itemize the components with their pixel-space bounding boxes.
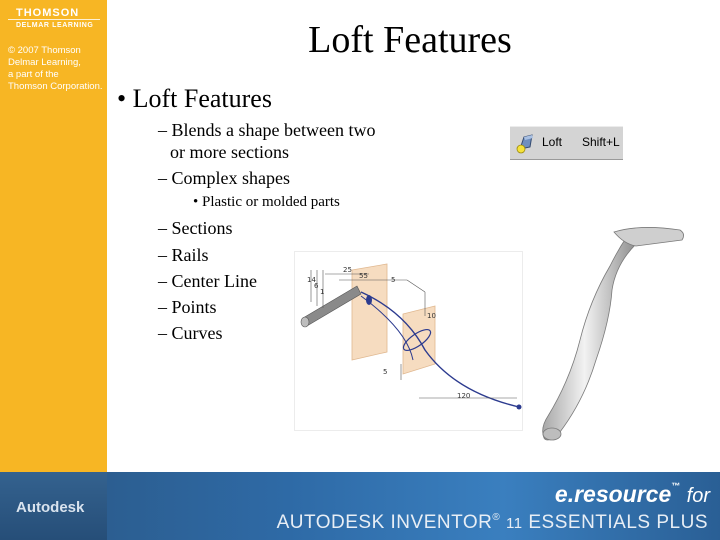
dimension-label: 5 bbox=[383, 368, 387, 376]
dimension-label: 6 bbox=[314, 282, 319, 290]
publisher-name: THOMSON bbox=[16, 7, 80, 19]
bullet-level2-continued: or more sections bbox=[170, 142, 289, 162]
lofted-body bbox=[542, 237, 637, 441]
center-line bbox=[360, 291, 520, 408]
publisher-rule bbox=[8, 19, 100, 20]
bullet-level2: – Points bbox=[158, 297, 217, 317]
product-name-a: AUTODESK INVENTOR bbox=[276, 512, 493, 533]
copyright-line: a part of the bbox=[8, 69, 59, 80]
loft-sketch-drawing: 14 6 1 25 55 5 10 5 120 bbox=[294, 251, 523, 431]
loft-shortcut: Shift+L bbox=[582, 135, 620, 149]
bullet-level2: – Sections bbox=[158, 218, 233, 238]
dimension-label: 14 bbox=[307, 276, 316, 284]
bullet-level3: • Plastic or molded parts bbox=[193, 194, 340, 210]
loft-button[interactable]: Loft Shift+L bbox=[510, 126, 623, 160]
dimension-label: 1 bbox=[320, 288, 324, 296]
copyright-line: © 2007 Thomson bbox=[8, 45, 81, 56]
end-point bbox=[516, 404, 522, 410]
dimension-label: 25 bbox=[343, 266, 352, 274]
dimension-label: 5 bbox=[391, 276, 395, 284]
bullet-level2: – Complex shapes bbox=[158, 168, 290, 188]
bullet-level2: – Blends a shape between two bbox=[158, 120, 376, 140]
product-version: 11 bbox=[506, 515, 523, 532]
sidebar: THOMSON DELMAR LEARNING © 2007 Thomson D… bbox=[0, 0, 107, 472]
series-for: for bbox=[686, 485, 710, 507]
slide-title: Loft Features bbox=[308, 19, 512, 61]
imprint-name: DELMAR LEARNING bbox=[16, 22, 94, 29]
bullet-level2: – Curves bbox=[158, 323, 223, 343]
lofted-end-cap bbox=[613, 227, 684, 247]
bullet-level1: • Loft Features bbox=[117, 84, 272, 113]
autodesk-logo-area: Autodesk bbox=[0, 472, 107, 540]
dimension-label: 55 bbox=[359, 272, 368, 280]
lofted-part-image bbox=[540, 220, 700, 452]
loft-label: Loft bbox=[542, 135, 563, 149]
bullet-level2: – Rails bbox=[158, 245, 209, 265]
product-name-b: ESSENTIALS PLUS bbox=[528, 512, 708, 533]
cylinder-face bbox=[300, 316, 310, 328]
series-name: e.resource bbox=[554, 481, 672, 507]
loft-tool-icon bbox=[516, 134, 533, 154]
copyright-line: Delmar Learning, bbox=[8, 57, 81, 68]
publisher-logo: THOMSON DELMAR LEARNING bbox=[0, 0, 107, 40]
lofted-tip bbox=[542, 427, 562, 441]
product-name: AUTODESK INVENTOR® 11 ESSENTIALS PLUS bbox=[277, 512, 708, 534]
footer-banner: Autodesk e.resource™ for AUTODESK INVENT… bbox=[0, 472, 720, 540]
trademark-mark: ™ bbox=[671, 481, 681, 491]
section-profile bbox=[402, 328, 432, 352]
autodesk-logo: Autodesk bbox=[16, 499, 85, 516]
dimension-label: 10 bbox=[427, 312, 436, 320]
copyright-line: Thomson Corporation. bbox=[8, 81, 103, 92]
copyright-notice: © 2007 Thomson Delmar Learning, a part o… bbox=[8, 45, 106, 93]
dimension-lines bbox=[310, 270, 517, 399]
dimension-label: 120 bbox=[457, 392, 470, 400]
section-profile bbox=[366, 295, 372, 305]
rail-curve bbox=[360, 295, 414, 361]
bullet-level2: – Center Line bbox=[158, 271, 257, 291]
registered-mark: ® bbox=[492, 512, 501, 523]
sketch-plane bbox=[351, 263, 388, 361]
series-title: e.resource™ for bbox=[555, 481, 710, 508]
